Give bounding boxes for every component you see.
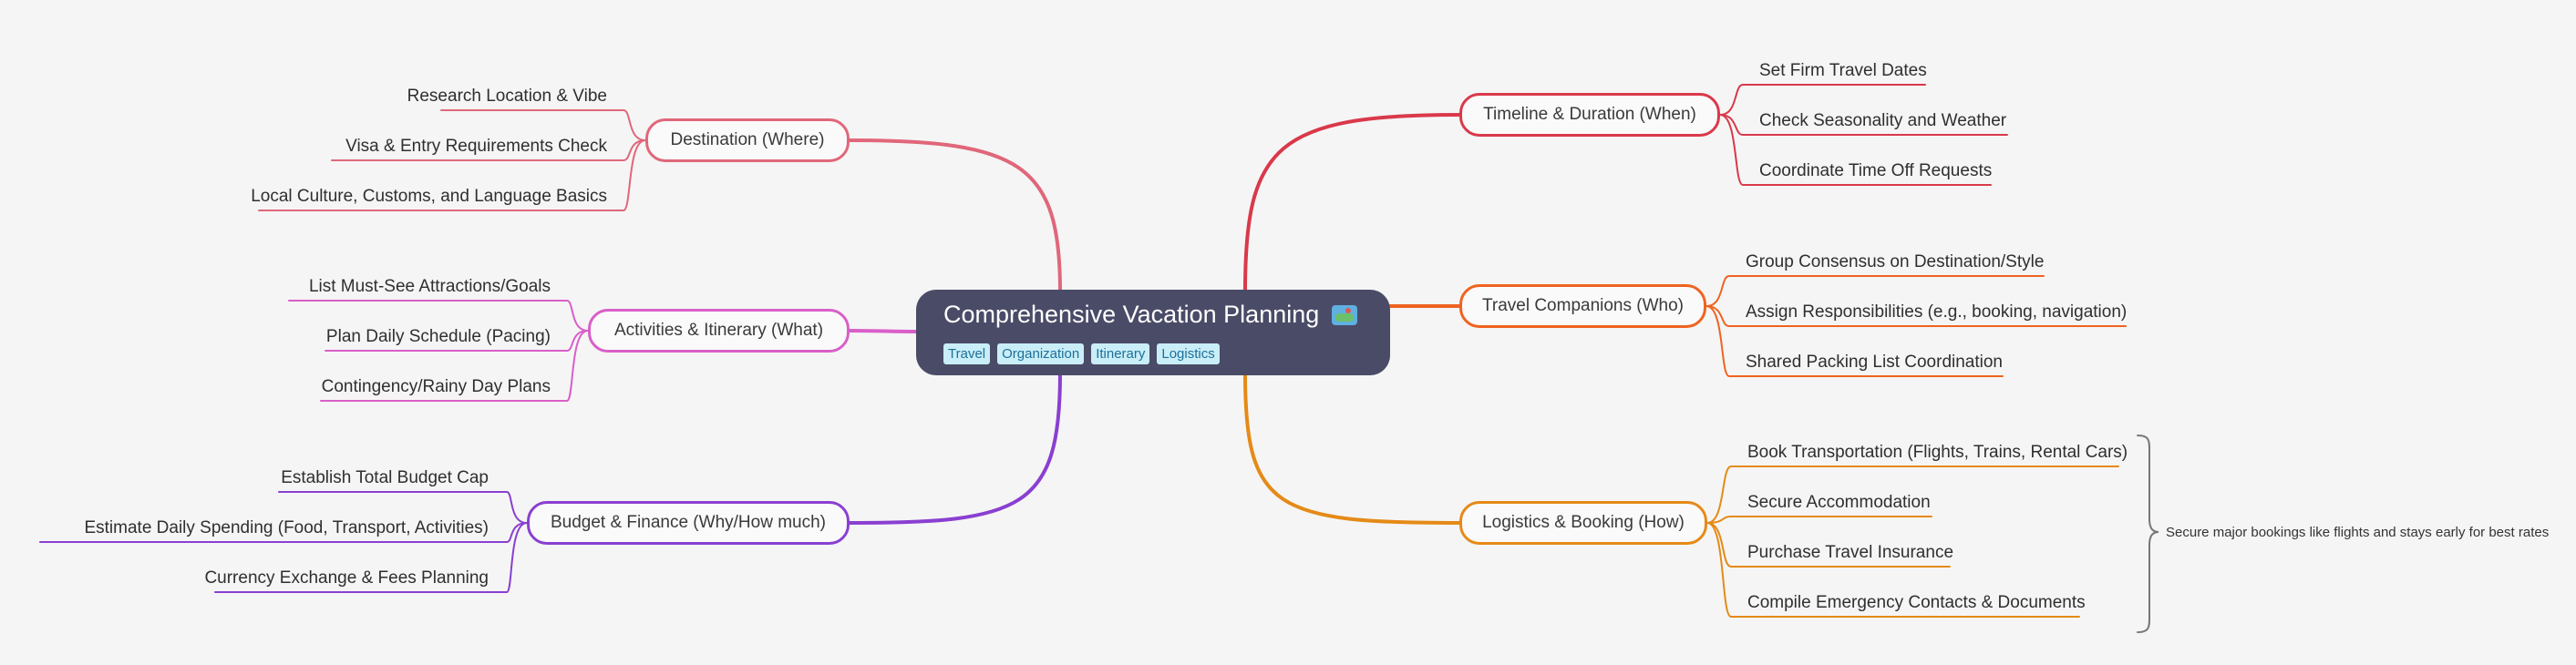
connector-budget-leaf-2 (214, 522, 528, 593)
connector-activities-leaf-1 (325, 330, 589, 352)
connector-companions-leaf-0 (1705, 275, 2045, 307)
branch-companions[interactable]: Travel Companions (Who) (1459, 284, 1706, 328)
root-topic[interactable]: Comprehensive Vacation Planning Travel O… (916, 290, 1390, 375)
connector-budget-leaf-1 (39, 522, 528, 543)
leaf-visa-entry-requirements[interactable]: Visa & Entry Requirements Check (345, 137, 607, 156)
summary-brace (2137, 435, 2159, 633)
branch-activities[interactable]: Activities & Itinerary (What) (588, 309, 850, 353)
leaf-establish-budget-cap[interactable]: Establish Total Budget Cap (281, 468, 489, 487)
connector-root-activities (848, 329, 918, 333)
connector-root-destination (848, 138, 1062, 293)
branch-destination[interactable]: Destination (Where) (645, 118, 850, 162)
connector-root-logistics (1243, 372, 1461, 525)
leaf-plan-daily-schedule[interactable]: Plan Daily Schedule (Pacing) (325, 327, 551, 346)
connector-timeline-leaf-2 (1719, 114, 1992, 186)
root-title: Comprehensive Vacation Planning (943, 301, 1320, 328)
leaf-research-location[interactable]: Research Location & Vibe (407, 87, 607, 106)
connector-budget-leaf-0 (278, 491, 528, 524)
leaf-purchase-travel-insurance[interactable]: Purchase Travel Insurance (1747, 543, 1954, 562)
leaf-set-firm-travel-dates[interactable]: Set Firm Travel Dates (1759, 61, 1927, 80)
connector-logistics-leaf-1 (1706, 516, 1932, 524)
leaf-contingency-plans[interactable]: Contingency/Rainy Day Plans (321, 377, 551, 396)
connector-activities-leaf-0 (288, 300, 589, 332)
tag-organization[interactable]: Organization (997, 343, 1085, 364)
tag-logistics[interactable]: Logistics (1157, 343, 1220, 364)
connector-root-timeline (1243, 113, 1461, 293)
connector-destination-leaf-1 (331, 139, 646, 161)
tag-travel[interactable]: Travel (943, 343, 991, 364)
connector-logistics-leaf-3 (1706, 522, 2080, 618)
connector-root-budget (848, 372, 1062, 525)
connector-logistics-leaf-2 (1706, 522, 1951, 568)
leaf-group-consensus[interactable]: Group Consensus on Destination/Style (1746, 252, 2045, 271)
leaf-local-culture[interactable]: Local Culture, Customs, and Language Bas… (251, 187, 607, 206)
connector-destination-leaf-0 (440, 109, 646, 141)
leaf-estimate-daily-spending[interactable]: Estimate Daily Spending (Food, Transport… (84, 518, 489, 537)
branch-logistics[interactable]: Logistics & Booking (How) (1459, 501, 1707, 545)
leaf-compile-emergency-contacts[interactable]: Compile Emergency Contacts & Documents (1747, 593, 2086, 612)
leaf-currency-exchange[interactable]: Currency Exchange & Fees Planning (204, 568, 489, 588)
leaf-shared-packing-list[interactable]: Shared Packing List Coordination (1746, 353, 2004, 372)
branch-timeline[interactable]: Timeline & Duration (When) (1459, 93, 1720, 137)
connector-logistics-leaf-0 (1706, 466, 2119, 524)
connector-companions-leaf-2 (1705, 305, 2004, 377)
leaf-assign-responsibilities[interactable]: Assign Responsibilities (e.g., booking, … (1746, 302, 2128, 322)
leaf-check-seasonality[interactable]: Check Seasonality and Weather (1759, 111, 2007, 130)
connector-activities-leaf-2 (320, 330, 589, 402)
connector-timeline-leaf-1 (1719, 114, 2008, 136)
connector-companions-leaf-1 (1705, 305, 2127, 327)
connector-destination-leaf-2 (258, 139, 646, 211)
leaf-book-transportation[interactable]: Book Transportation (Flights, Trains, Re… (1747, 443, 2128, 462)
leaf-list-must-see[interactable]: List Must-See Attractions/Goals (308, 277, 551, 296)
tag-itinerary[interactable]: Itinerary (1091, 343, 1150, 364)
leaf-secure-accommodation[interactable]: Secure Accommodation (1747, 493, 1931, 512)
leaf-coordinate-time-off[interactable]: Coordinate Time Off Requests (1759, 161, 1993, 180)
world-map-icon (1332, 304, 1358, 325)
connector-timeline-leaf-0 (1719, 84, 1926, 116)
branch-budget[interactable]: Budget & Finance (Why/How much) (527, 501, 850, 545)
summary-note[interactable]: Secure major bookings like flights and s… (2166, 524, 2550, 540)
root-tags: Travel Organization Itinerary Logistics (943, 343, 1390, 364)
